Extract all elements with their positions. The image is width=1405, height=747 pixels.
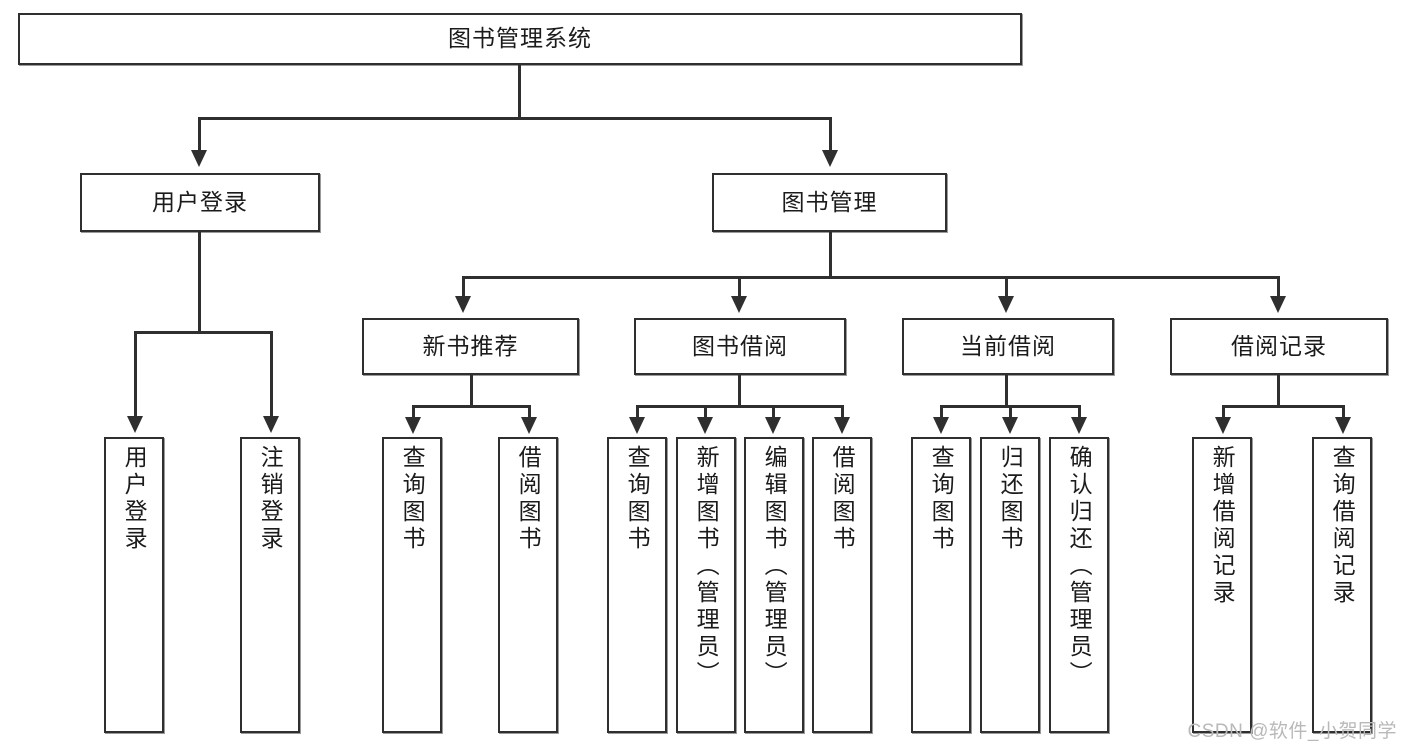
arrowhead-leaf-add-record	[1215, 417, 1231, 434]
connector-to-user-login	[198, 117, 201, 152]
node-label: 注销登录	[257, 445, 284, 553]
connector-level2-bus	[198, 117, 832, 120]
node-leaf-add-book[interactable]: 新增图书（管理员）	[676, 437, 736, 733]
arrowhead-leaf-query-book-3	[933, 417, 949, 434]
node-label: 用户登录	[152, 188, 248, 215]
connector-borrow-record-drop-1	[1222, 405, 1225, 419]
connector-current-borrow-drop-1	[940, 405, 943, 419]
connector-book-borrow-drop-4	[841, 405, 844, 419]
arrowhead-leaf-add-book	[697, 417, 713, 434]
connector-borrow-record-drop-2	[1342, 405, 1345, 419]
arrowhead-leaf-edit-book	[765, 417, 781, 434]
arrowhead-current-borrow	[998, 296, 1014, 313]
connector-user-login-stem	[198, 232, 201, 333]
node-label: 编辑图书（管理员）	[761, 445, 788, 688]
node-book-borrow[interactable]: 图书借阅	[634, 318, 846, 375]
connector-book-borrow-drop-3	[772, 405, 775, 419]
node-label: 图书管理	[781, 188, 878, 215]
node-label: 借阅图书	[829, 445, 856, 553]
connector-current-borrow-drop-2	[1009, 405, 1012, 419]
arrowhead-leaf-query-record	[1335, 417, 1351, 434]
arrowhead-leaf-borrow-book-1	[521, 417, 537, 434]
connector-to-new-book-recommend	[462, 276, 465, 298]
node-label: 查询图书	[399, 445, 426, 553]
node-label: 当前借阅	[960, 332, 1056, 359]
connector-book-borrow-drop-1	[636, 405, 639, 419]
node-user-login[interactable]: 用户登录	[80, 173, 320, 232]
connector-to-borrow-record	[1277, 276, 1280, 298]
connector-new-book-drop-2	[528, 405, 531, 419]
node-leaf-user-login[interactable]: 用户登录	[104, 437, 164, 733]
node-leaf-query-book-1[interactable]: 查询图书	[382, 437, 442, 733]
connector-book-management-stem	[829, 232, 832, 278]
node-new-book-recommend[interactable]: 新书推荐	[362, 318, 579, 375]
node-root-system[interactable]: 图书管理系统	[18, 13, 1022, 65]
node-label: 借阅记录	[1231, 332, 1327, 359]
node-label: 图书管理系统	[448, 25, 592, 52]
node-leaf-logout[interactable]: 注销登录	[240, 437, 300, 733]
node-current-borrow[interactable]: 当前借阅	[902, 318, 1114, 375]
node-label: 归还图书	[997, 445, 1024, 553]
node-label: 查询图书	[624, 445, 651, 553]
arrowhead-borrow-record	[1270, 296, 1286, 313]
connector-new-book-stem	[470, 375, 473, 407]
connector-user-login-drop-2	[270, 331, 273, 418]
connector-current-borrow-drop-3	[1078, 405, 1081, 419]
connector-borrow-record-stem	[1277, 375, 1280, 407]
arrowhead-new-book-recommend	[455, 296, 471, 313]
node-label: 图书借阅	[692, 332, 788, 359]
node-label: 用户登录	[121, 445, 148, 553]
node-leaf-add-record[interactable]: 新增借阅记录	[1192, 437, 1252, 733]
connector-book-borrow-stem	[738, 375, 741, 407]
node-leaf-query-book-3[interactable]: 查询图书	[911, 437, 971, 733]
node-book-management[interactable]: 图书管理	[712, 173, 947, 232]
node-leaf-query-book-2[interactable]: 查询图书	[607, 437, 667, 733]
connector-level3-bus	[462, 276, 1280, 279]
node-borrow-record[interactable]: 借阅记录	[1170, 318, 1388, 375]
connector-to-book-management	[829, 117, 832, 152]
connector-to-current-borrow	[1005, 276, 1008, 298]
arrowhead-book-management	[822, 150, 838, 167]
connector-book-borrow-drop-2	[704, 405, 707, 419]
node-label: 借阅图书	[515, 445, 542, 553]
arrowhead-leaf-query-book-1	[405, 417, 421, 434]
connector-root-stem	[518, 65, 521, 117]
connector-user-login-drop-1	[134, 331, 137, 418]
arrowhead-leaf-return-book	[1002, 417, 1018, 434]
connector-book-borrow-bus	[636, 405, 844, 408]
connector-current-borrow-stem	[1005, 375, 1008, 407]
connector-user-login-bus	[134, 331, 273, 334]
node-leaf-edit-book[interactable]: 编辑图书（管理员）	[744, 437, 804, 733]
connector-to-book-borrow	[738, 276, 741, 298]
node-label: 确认归还（管理员）	[1066, 445, 1093, 688]
connector-new-book-bus	[412, 405, 531, 408]
node-leaf-borrow-book-2[interactable]: 借阅图书	[812, 437, 872, 733]
node-label: 新增图书（管理员）	[693, 445, 720, 688]
arrowhead-leaf-query-book-2	[629, 417, 645, 434]
arrowhead-leaf-confirm-return	[1071, 417, 1087, 434]
connector-new-book-drop-1	[412, 405, 415, 419]
arrowhead-book-borrow	[731, 296, 747, 313]
arrowhead-leaf-user-login	[127, 416, 143, 433]
node-leaf-query-record[interactable]: 查询借阅记录	[1312, 437, 1372, 733]
node-label: 查询借阅记录	[1329, 445, 1356, 607]
connector-borrow-record-bus	[1222, 405, 1345, 408]
arrowhead-user-login	[191, 150, 207, 167]
node-label: 新增借阅记录	[1209, 445, 1236, 607]
node-leaf-return-book[interactable]: 归还图书	[980, 437, 1040, 733]
node-label: 新书推荐	[422, 332, 519, 359]
arrowhead-leaf-borrow-book-2	[834, 417, 850, 434]
node-leaf-confirm-return[interactable]: 确认归还（管理员）	[1049, 437, 1109, 733]
node-leaf-borrow-book-1[interactable]: 借阅图书	[498, 437, 558, 733]
node-label: 查询图书	[928, 445, 955, 553]
arrowhead-leaf-logout	[263, 416, 279, 433]
